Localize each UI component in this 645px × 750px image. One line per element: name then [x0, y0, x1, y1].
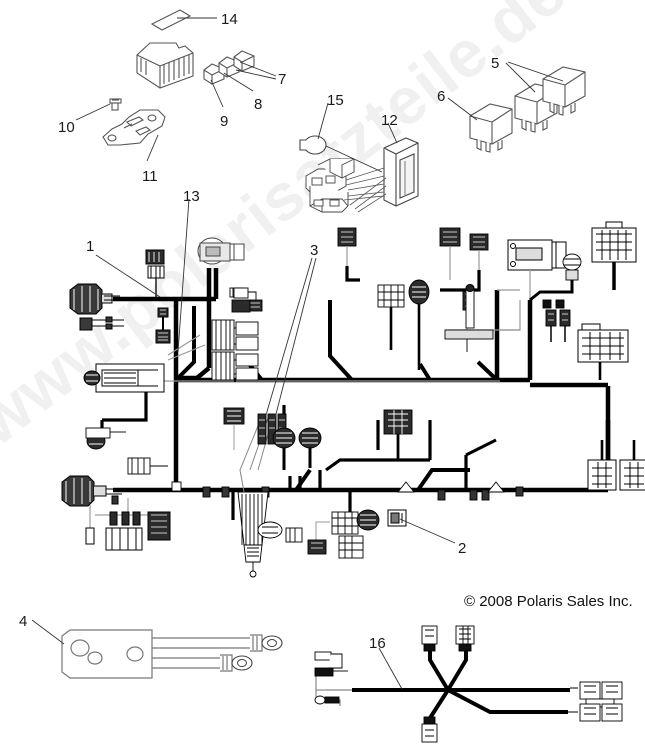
connector-group-bottom-left	[61, 475, 171, 551]
connector-part-2	[387, 509, 407, 527]
ecu-module-part	[383, 137, 419, 207]
fuse-set-part	[203, 50, 255, 85]
callout-5: 5	[491, 55, 500, 72]
callout-8: 8	[254, 96, 263, 113]
fuse-block-part	[136, 42, 194, 89]
callout-1: 1	[86, 238, 95, 255]
screw-part	[109, 98, 122, 111]
harness-trunk-secondary	[100, 378, 497, 530]
callout-16: 16	[369, 635, 386, 652]
battery-cable-part	[61, 629, 283, 679]
leader-lines	[31, 17, 564, 690]
callout-12: 12	[381, 112, 398, 129]
callout-9: 9	[220, 113, 229, 130]
ecu-wire-bundle	[343, 167, 387, 213]
bulb-part	[299, 135, 327, 155]
callout-10: 10	[58, 119, 75, 136]
callout-13: 13	[183, 188, 200, 205]
callout-4: 4	[19, 613, 28, 630]
callout-3: 3	[310, 242, 319, 259]
harness-trunk	[113, 268, 611, 493]
sub-harness-part	[314, 625, 623, 743]
label-tag-part	[150, 9, 192, 31]
callout-14: 14	[221, 11, 238, 28]
callout-15: 15	[327, 92, 344, 109]
copyright-notice: © 2008 Polaris Sales Inc.	[464, 593, 633, 610]
callout-6: 6	[437, 88, 446, 105]
connector-group-left	[69, 283, 124, 331]
callout-7: 7	[278, 71, 287, 88]
callout-11: 11	[142, 168, 158, 185]
mounting-bracket-part	[102, 109, 166, 146]
ecu-connector-block-part	[305, 158, 355, 213]
callout-2: 2	[458, 540, 467, 557]
relay-set-part	[469, 66, 586, 153]
